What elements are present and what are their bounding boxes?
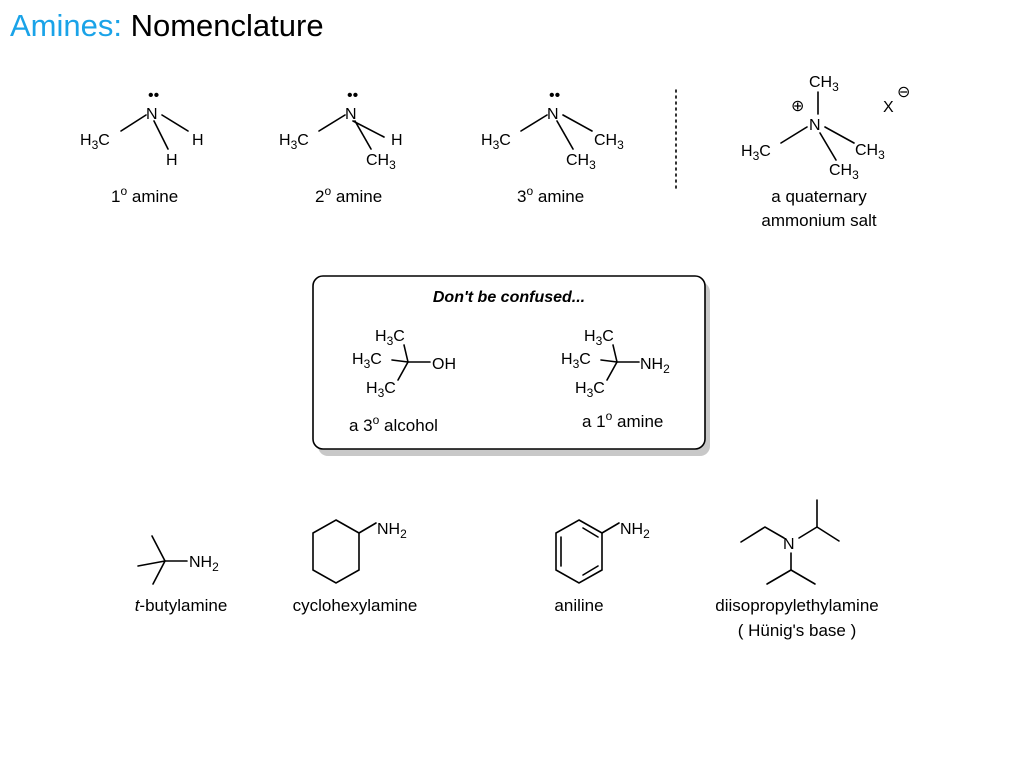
methyl-group: CH3 xyxy=(829,162,859,182)
callout-box xyxy=(312,275,706,450)
page-title: Amines: Nomenclature xyxy=(10,6,324,46)
aromatic-double-bond xyxy=(582,527,599,538)
bond xyxy=(358,522,377,534)
tertiary-amine-structure: •• N H3C CH3 CH3 xyxy=(481,87,624,172)
primary-amine-structure: •• N H3C H H xyxy=(80,87,204,169)
amino-group: NH2 xyxy=(189,554,219,574)
lone-pair: •• xyxy=(347,87,358,104)
bond xyxy=(766,569,792,585)
bond xyxy=(153,120,169,150)
quaternary-label-line1: a quaternary xyxy=(771,187,867,206)
bond xyxy=(403,344,409,363)
bond xyxy=(601,522,620,534)
cyclohexylamine-structure: NH2 xyxy=(312,519,407,584)
bond xyxy=(161,114,189,132)
dipea-label-line2: ( Hünig's base ) xyxy=(738,621,857,640)
methyl-group: CH3 xyxy=(566,152,596,172)
bond xyxy=(816,526,840,542)
title-accent: Amines: xyxy=(10,8,122,43)
bond xyxy=(137,560,166,567)
hydrogen-atom: H xyxy=(192,132,204,149)
bond xyxy=(600,359,618,363)
bond xyxy=(819,132,837,161)
cyclohexylamine-label: cyclohexylamine xyxy=(293,596,418,615)
bond xyxy=(606,361,618,381)
callout-heading: Don't be confused... xyxy=(433,289,585,306)
methyl-group: H3C xyxy=(741,143,771,163)
bond xyxy=(152,560,166,585)
aromatic-double-bond xyxy=(582,565,599,576)
hydrogen-atom: H xyxy=(391,132,403,149)
bond xyxy=(780,126,808,144)
tert-butanol-structure: H3C H3C H3C OH xyxy=(352,328,456,400)
methyl-group: H3C xyxy=(366,380,396,400)
primary-amine-label: 1o amine xyxy=(111,184,178,206)
amino-group: NH2 xyxy=(620,521,650,541)
methyl-group: H3C xyxy=(575,380,605,400)
counter-anion: X xyxy=(883,99,894,116)
benzene-ring xyxy=(555,519,603,584)
t-butylamine-structure: NH2 xyxy=(137,535,219,585)
bond xyxy=(354,120,372,150)
methyl-group: H3C xyxy=(481,132,511,152)
minus-charge-icon: ⊖ xyxy=(897,84,910,101)
ethyl-chain xyxy=(740,526,785,543)
methyl-group: H3C xyxy=(375,328,405,348)
bond xyxy=(120,114,147,132)
quaternary-ammonium-structure: CH3 ⊕ N H3C CH3 CH3 X ⊖ xyxy=(741,74,910,182)
amino-group: NH2 xyxy=(640,356,670,376)
nitrogen-atom: N xyxy=(783,536,795,553)
bond xyxy=(790,569,816,585)
bond xyxy=(556,120,574,150)
plus-charge-icon: ⊕ xyxy=(791,98,804,115)
tert-butylamine-box-structure: H3C H3C H3C NH2 xyxy=(561,328,670,400)
aniline-structure: NH2 xyxy=(555,519,650,584)
amino-group: NH2 xyxy=(377,521,407,541)
bond xyxy=(352,120,385,138)
lone-pair: •• xyxy=(148,87,159,104)
nitrogen-atom: N xyxy=(146,106,158,123)
bond xyxy=(391,359,409,363)
secondary-amine-structure: •• N H3C H CH3 xyxy=(279,87,403,172)
nitrogen-atom: N xyxy=(809,117,821,134)
nitrogen-atom: N xyxy=(547,106,559,123)
tertiary-amine-label: 3o amine xyxy=(517,184,584,206)
bond xyxy=(612,344,618,363)
methyl-group: H3C xyxy=(279,132,309,152)
quaternary-label-line2: ammonium salt xyxy=(761,211,877,230)
methyl-group: H3C xyxy=(584,328,614,348)
dipea-structure: N xyxy=(740,499,840,585)
methyl-group: H3C xyxy=(80,132,110,152)
hydrogen-atom: H xyxy=(166,152,178,169)
bond xyxy=(151,535,166,562)
methyl-group: CH3 xyxy=(366,152,396,172)
cyclohexane-ring xyxy=(312,519,360,584)
bond xyxy=(824,126,855,144)
bond xyxy=(520,114,548,132)
bond xyxy=(798,526,818,539)
hydroxyl-group: OH xyxy=(432,356,456,373)
alcohol-label: a 3o alcohol xyxy=(349,413,438,435)
dipea-label-line1: diisopropylethylamine xyxy=(715,596,878,615)
methyl-group: H3C xyxy=(352,351,382,371)
aniline-label: aniline xyxy=(554,596,603,615)
bond xyxy=(318,114,346,132)
bond xyxy=(562,114,593,132)
title-rest: Nomenclature xyxy=(121,8,324,43)
methyl-group: H3C xyxy=(561,351,591,371)
methyl-group: CH3 xyxy=(855,142,885,162)
amine-label: a 1o amine xyxy=(582,409,663,431)
methyl-group: CH3 xyxy=(809,74,839,94)
t-butylamine-label: t-butylamine xyxy=(135,596,228,615)
lone-pair: •• xyxy=(549,87,560,104)
nitrogen-atom: N xyxy=(345,106,357,123)
secondary-amine-label: 2o amine xyxy=(315,184,382,206)
methyl-group: CH3 xyxy=(594,132,624,152)
bond xyxy=(397,361,409,381)
